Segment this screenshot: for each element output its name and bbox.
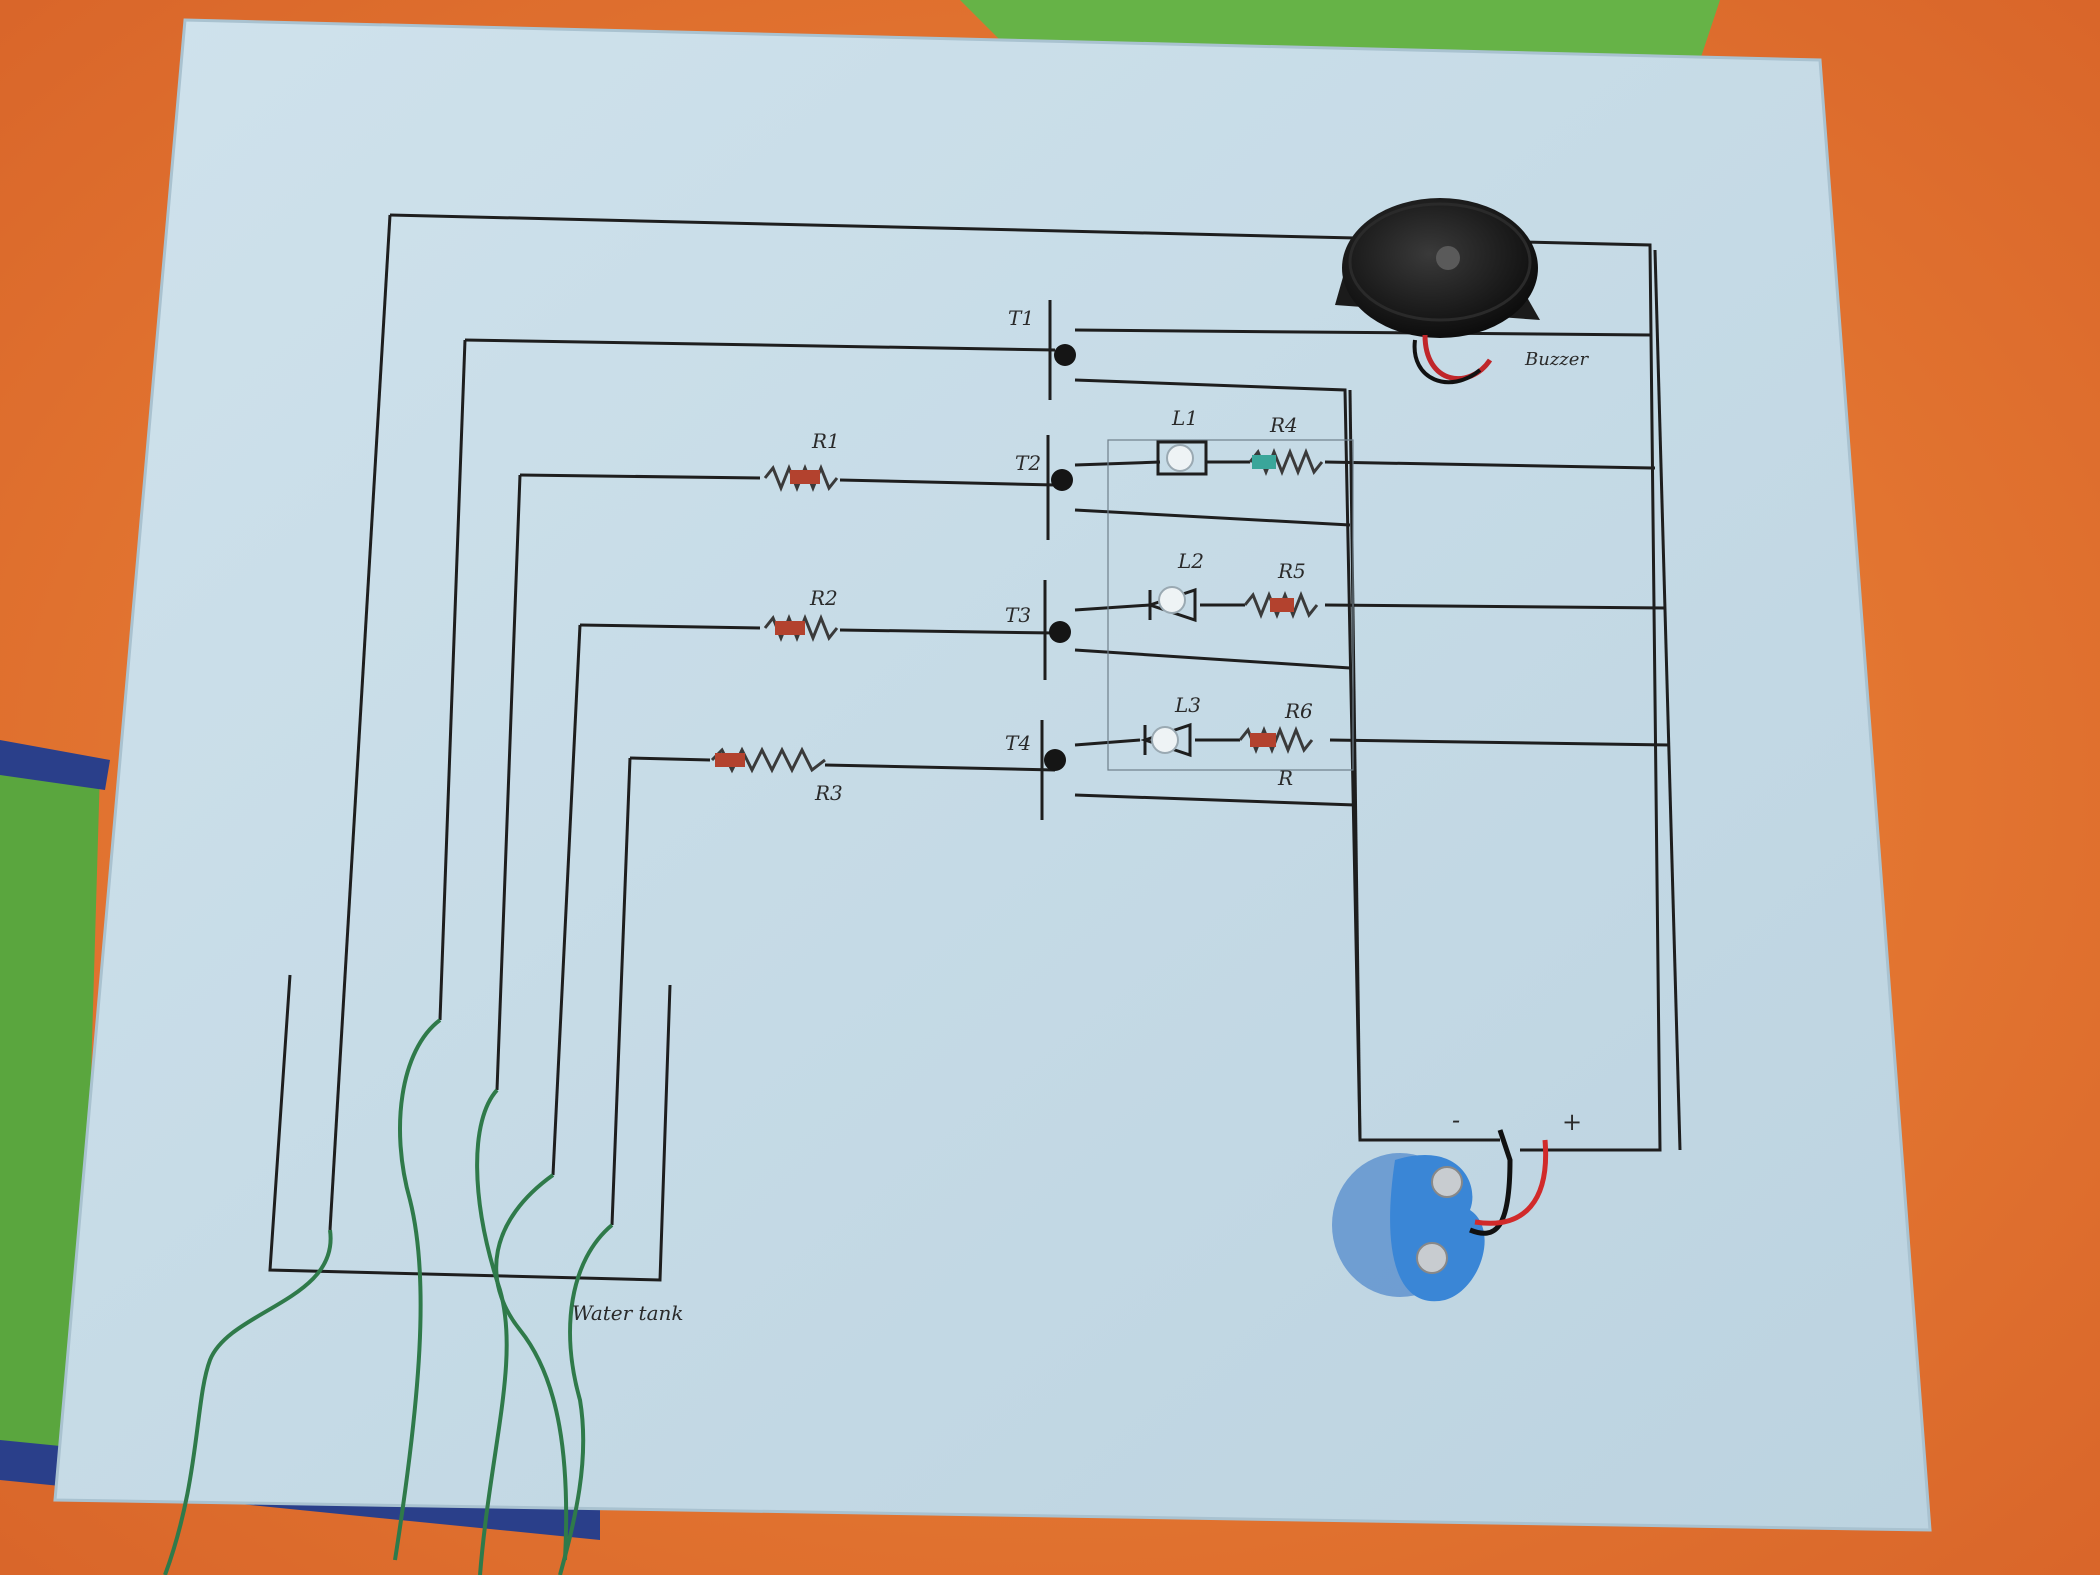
- led-l1: [1156, 440, 1208, 476]
- transistors: [1044, 344, 1076, 771]
- circuit-board: [53, 18, 1932, 1532]
- transistor-t2: [1051, 469, 1073, 491]
- buzzer: [1335, 198, 1540, 385]
- battery-terminal-bottom: [1416, 1242, 1448, 1274]
- label-t2: T2: [1015, 451, 1041, 475]
- label-r5: R5: [1277, 559, 1306, 583]
- buzzer-red-wire: [1422, 334, 1493, 382]
- green-cloth-patch-top: [960, 0, 1720, 60]
- probe-wire-5: [558, 1223, 614, 1575]
- label-r4: R4: [1269, 413, 1298, 437]
- label-l1: L1: [1171, 406, 1198, 430]
- label-water-tank: Water tank: [572, 1301, 684, 1325]
- label-r: R: [1277, 766, 1293, 790]
- label-t1: T1: [1008, 306, 1034, 330]
- leds: [1140, 440, 1208, 758]
- transistor-t1: [1054, 344, 1076, 366]
- transistor-t3: [1049, 621, 1071, 643]
- buzzer-body: [1342, 198, 1538, 338]
- label-l2: L2: [1177, 549, 1204, 573]
- probe-wire-4: [494, 1173, 569, 1561]
- battery-clip-body: [1390, 1155, 1485, 1302]
- label-buzzer: Buzzer: [1524, 349, 1589, 370]
- label-t4: T4: [1005, 731, 1031, 755]
- led-l2: [1145, 586, 1197, 623]
- label-r2: R2: [809, 586, 838, 610]
- label-t3: T3: [1005, 603, 1031, 627]
- label-r1: R1: [811, 429, 840, 453]
- buzzer-black-wire: [1412, 339, 1482, 385]
- resistors: [710, 447, 1324, 774]
- pencil-box-outline: [1107, 439, 1354, 771]
- transistor-t4: [1044, 749, 1066, 771]
- label-r3: R3: [814, 781, 843, 805]
- probe-wire-2: [393, 1018, 442, 1561]
- label-minus: -: [1452, 1106, 1460, 1134]
- buzzer-hole: [1436, 246, 1460, 270]
- battery-clip: [1332, 1129, 1549, 1302]
- battery-red-wire: [1474, 1139, 1549, 1226]
- probe-wires: [163, 1018, 614, 1575]
- led-l3: [1140, 722, 1192, 758]
- label-l3: L3: [1174, 693, 1201, 717]
- label-r6: R6: [1284, 699, 1313, 723]
- label-plus: +: [1562, 1108, 1582, 1136]
- blue-cloth-border-left: [0, 740, 110, 790]
- battery-terminal-top: [1431, 1166, 1463, 1198]
- probe-wire-1: [163, 1229, 333, 1575]
